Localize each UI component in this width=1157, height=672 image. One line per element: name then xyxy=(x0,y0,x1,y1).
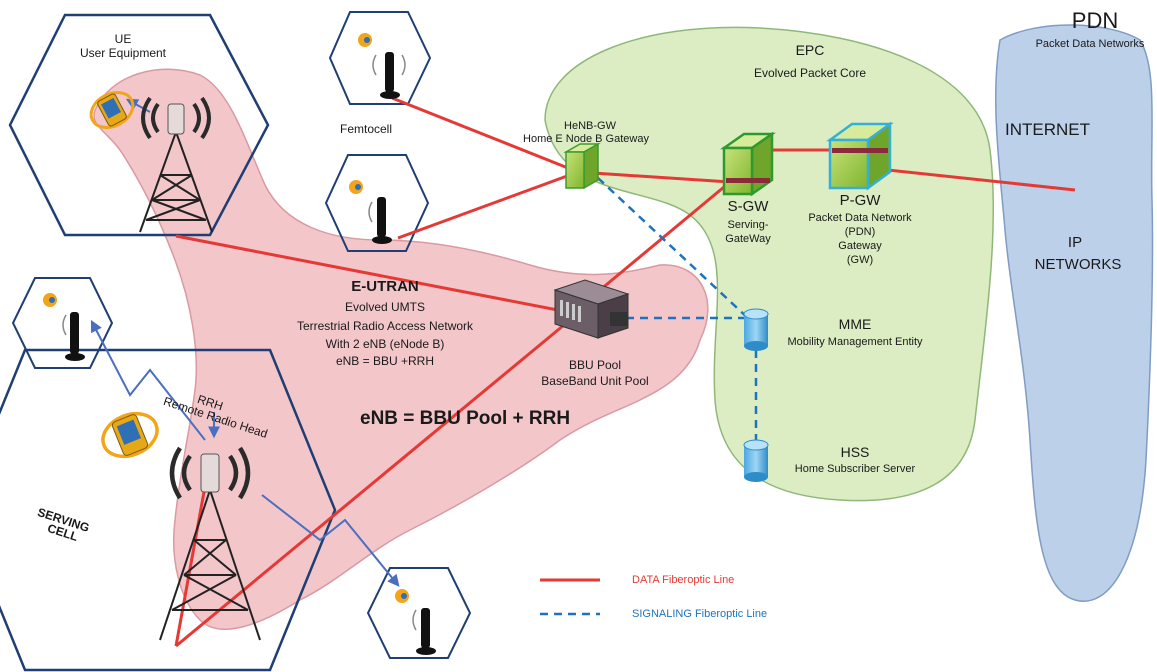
ip-networks-line2: NETWORKS xyxy=(1034,256,1122,273)
henb-gw-subtitle: Home E Node B Gateway xyxy=(523,133,649,145)
femtocell-hexagon-bottom xyxy=(366,567,472,659)
ue-subtitle: User Equipment xyxy=(79,46,167,60)
cell-tower-serving xyxy=(159,446,261,641)
s-gw-line1: Serving- xyxy=(727,219,769,231)
eutran-title: E-UTRAN xyxy=(351,278,419,295)
legend-signaling-label: SIGNALING Fiberoptic Line xyxy=(632,608,768,620)
hss-title: HSS xyxy=(840,444,870,460)
epc-subtitle: Evolved Packet Core xyxy=(753,66,867,80)
data-line-femto-top-henb xyxy=(391,96,579,174)
mme-cylinder xyxy=(743,308,769,351)
pdn-title: PDN xyxy=(1071,8,1119,33)
eutran-line2: Terrestrial Radio Access Network xyxy=(296,319,474,333)
ue-cell-hexagon xyxy=(8,13,270,237)
pdn-region xyxy=(994,24,1154,602)
pdn-subtitle: Packet Data Networks xyxy=(1035,38,1145,50)
data-line-tower1-bbu xyxy=(175,234,569,314)
enb-formula: eNB = BBU Pool + RRH xyxy=(360,408,571,429)
eutran-line1: Evolved UMTS xyxy=(344,300,426,314)
henb-gw-cube xyxy=(563,142,601,190)
ip-networks-line1: IP xyxy=(1067,234,1083,251)
eutran-line4: eNB = BBU +RRH xyxy=(335,354,435,368)
data-fiber-lines xyxy=(174,96,1076,648)
femtocell-label: Femtocell xyxy=(340,122,393,136)
data-line-tower2-bbu xyxy=(175,318,571,648)
femtocell-hexagon-mid xyxy=(324,154,430,252)
ue-phone-top xyxy=(89,90,135,130)
epc-title: EPC xyxy=(795,42,825,58)
mme-subtitle: Mobility Management Entity xyxy=(787,336,923,348)
serving-cell-hexagon xyxy=(0,348,337,672)
p-gw-line2: (PDN) xyxy=(844,226,876,238)
p-gw-line1: Packet Data Network xyxy=(808,212,912,224)
data-line-tower2-leg xyxy=(174,469,210,647)
hss-cylinder xyxy=(743,439,769,482)
data-line-bbu-sgw xyxy=(599,180,731,292)
signaling-fiber-lines xyxy=(597,177,758,445)
femtocell-device-mid xyxy=(349,180,392,244)
data-line-henb-sgw xyxy=(577,170,731,184)
p-gw-cube xyxy=(826,121,894,191)
s-gw-line2: GateWay xyxy=(725,233,771,245)
p-gw-line4: (GW) xyxy=(846,254,874,266)
bbu-pool-device xyxy=(553,279,630,339)
femtocell-device-top xyxy=(358,33,406,99)
p-gw-line3: Gateway xyxy=(838,240,882,252)
data-line-pgw-ip xyxy=(887,168,1076,192)
signal-arrow-left-femto xyxy=(90,319,206,441)
bbu-pool-sublabel: BaseBand Unit Pool xyxy=(541,374,649,388)
ue-phone-serving xyxy=(101,411,159,459)
henb-gw-title: HeNB-GW xyxy=(564,120,616,132)
s-gw-title: S-GW xyxy=(727,198,769,215)
bbu-pool-label: BBU Pool xyxy=(568,358,622,372)
ue-title: UE xyxy=(114,32,132,46)
cell-tower-top xyxy=(139,96,213,233)
signal-line-henb-mme xyxy=(597,177,751,321)
femtocell-hexagon-left xyxy=(11,277,114,369)
legend-data-label: DATA Fiberoptic Line xyxy=(632,574,735,586)
hss-subtitle: Home Subscriber Server xyxy=(794,463,916,475)
epc-region xyxy=(544,26,995,502)
internet-label: INTERNET xyxy=(1005,120,1090,139)
femtocell-device-left xyxy=(43,293,85,361)
femtocell-device-bottom xyxy=(395,589,436,655)
data-line-femto-mid-henb xyxy=(397,170,579,240)
mme-title: MME xyxy=(838,316,872,332)
signal-arrow-bottom-femto xyxy=(261,494,400,587)
femtocell-hexagon-top xyxy=(328,11,432,105)
s-gw-cube xyxy=(720,131,776,197)
eutran-region xyxy=(93,68,709,630)
p-gw-title: P-GW xyxy=(839,192,881,209)
eutran-line3: With 2 eNB (eNode B) xyxy=(325,337,445,351)
